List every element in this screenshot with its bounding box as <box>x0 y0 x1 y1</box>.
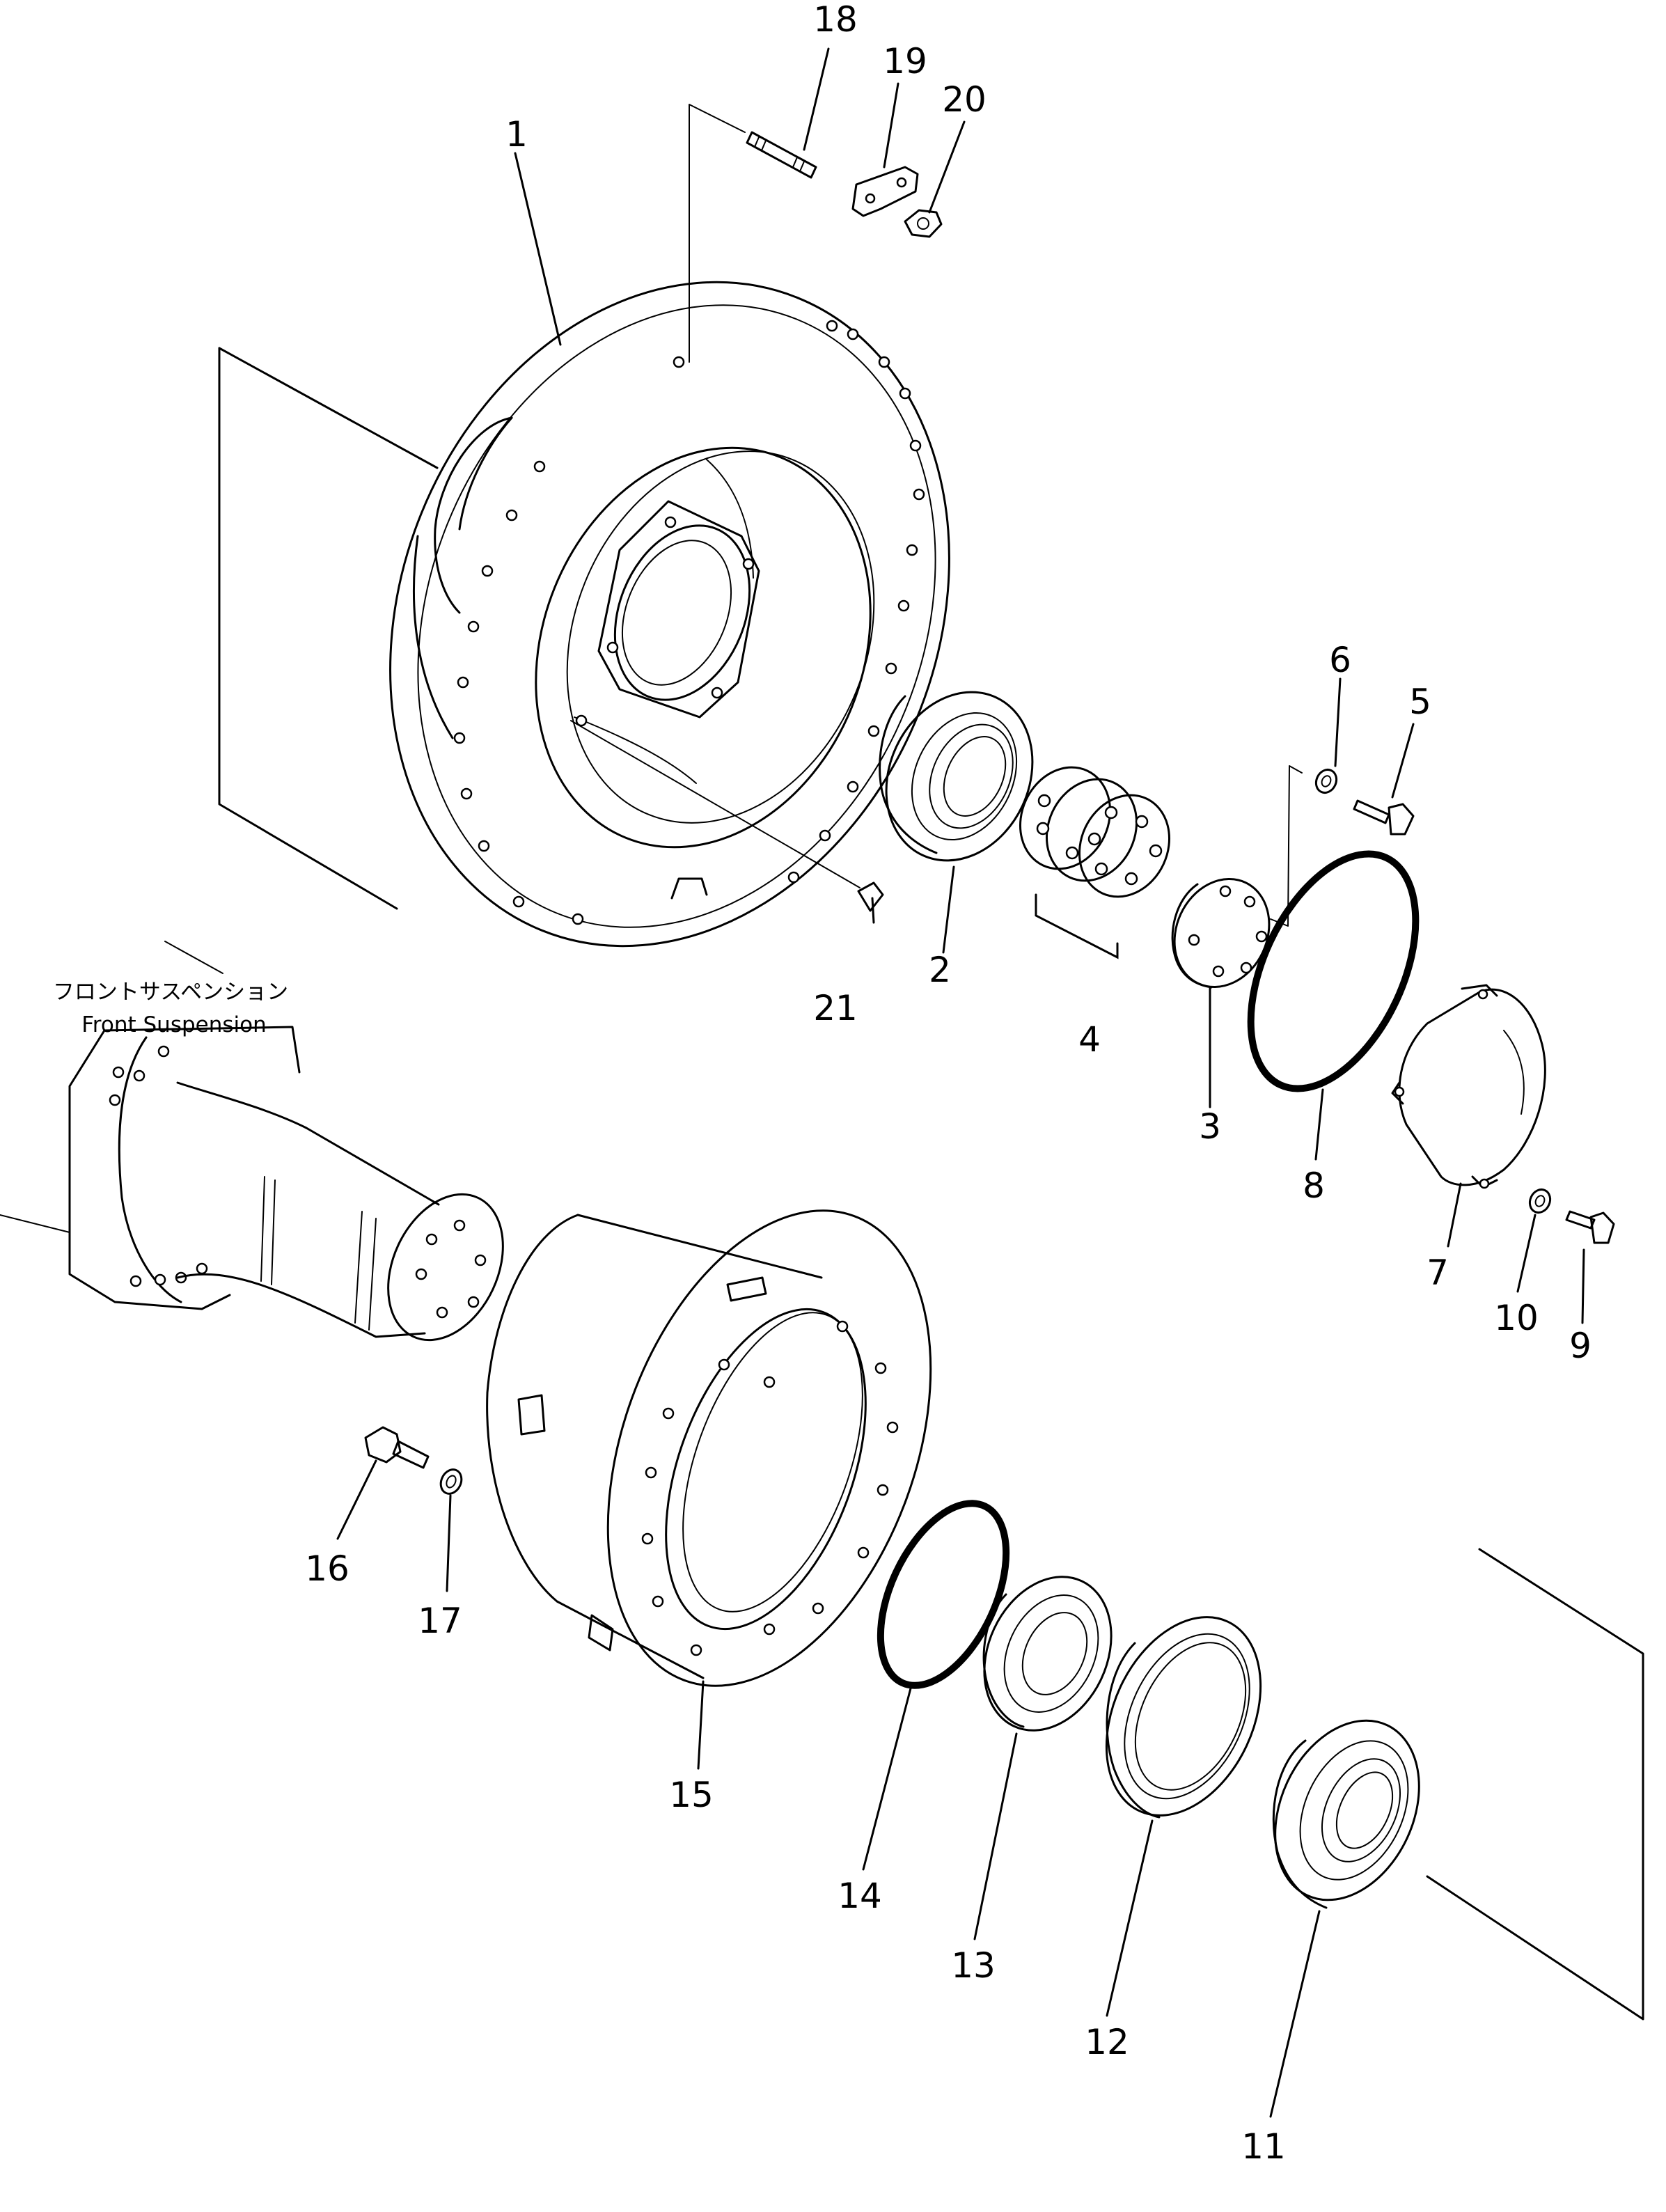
part-brake-drum <box>486 1209 932 1687</box>
callout-14: 14 <box>838 1876 882 1916</box>
part-bearing <box>879 691 1034 862</box>
part-shims <box>1019 766 1171 959</box>
callout-leaders <box>336 47 1585 2118</box>
callout-4: 4 <box>1078 1019 1101 1060</box>
callout-17: 17 <box>418 1601 462 1641</box>
callout-18: 18 <box>813 0 858 40</box>
group-bracket <box>1426 1548 1644 2021</box>
callout-11: 11 <box>1241 2126 1286 2167</box>
callout-15: 15 <box>669 1775 714 1815</box>
part-washer <box>1528 1188 1552 1214</box>
callout-8: 8 <box>1303 1166 1325 1206</box>
part-stud <box>746 131 817 179</box>
callout-labels: 1 2 3 4 5 6 7 8 9 10 11 12 13 14 15 16 1… <box>305 0 1592 2167</box>
callout-5: 5 <box>1409 682 1431 722</box>
part-plug <box>857 881 884 912</box>
leader-line <box>689 104 746 363</box>
part-shim <box>1171 877 1271 989</box>
part-front-suspension <box>0 941 504 1342</box>
part-hub-housing <box>218 281 950 948</box>
part-bolt <box>364 1426 430 1469</box>
callout-21: 21 <box>813 988 858 1028</box>
part-bearing-race <box>1105 1616 1262 1819</box>
part-bolt <box>1565 1210 1615 1244</box>
callout-20: 20 <box>942 79 987 120</box>
part-nut <box>904 209 943 238</box>
callout-12: 12 <box>1085 2022 1129 2062</box>
callout-6: 6 <box>1329 640 1351 680</box>
caption-japanese: フロントサスペンション <box>53 980 288 1005</box>
part-cover <box>1391 984 1546 1189</box>
front-suspension-caption: フロントサスペンション Front Suspension <box>53 980 288 1037</box>
callout-7: 7 <box>1427 1253 1449 1293</box>
callout-19: 19 <box>883 41 927 81</box>
flange-bolt-holes <box>453 320 925 925</box>
callout-10: 10 <box>1494 1298 1539 1338</box>
callout-3: 3 <box>1199 1106 1221 1147</box>
leader-line <box>570 720 860 888</box>
part-o-ring <box>1247 850 1420 1092</box>
caption-english: Front Suspension <box>81 1012 267 1037</box>
part-washer <box>439 1468 463 1495</box>
part-bolt <box>1353 799 1415 836</box>
callout-13: 13 <box>951 1945 996 1986</box>
part-seal <box>982 1576 1113 1732</box>
callout-2: 2 <box>929 950 951 990</box>
part-bearing <box>1272 1719 1420 1909</box>
part-lock-plate <box>851 166 919 217</box>
part-washer <box>1314 768 1338 794</box>
callout-9: 9 <box>1569 1326 1592 1366</box>
callout-16: 16 <box>305 1548 349 1589</box>
callout-1: 1 <box>505 114 528 155</box>
